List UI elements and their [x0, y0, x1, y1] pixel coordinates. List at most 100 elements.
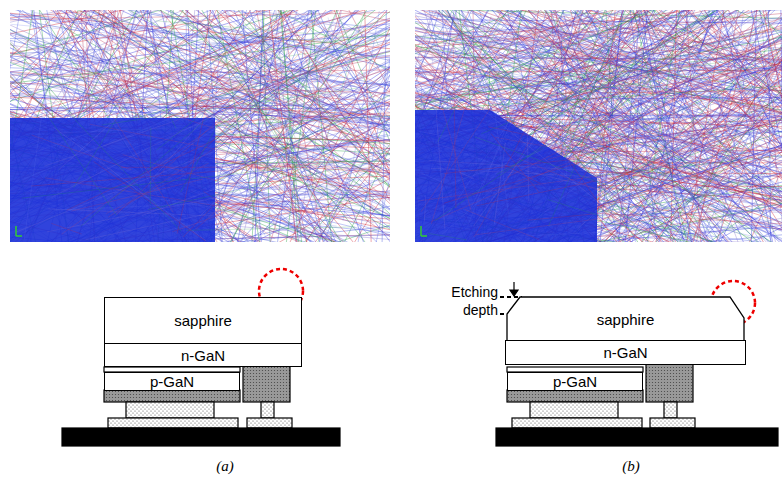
light-ray: [554, 221, 628, 231]
light-ray: [600, 52, 772, 195]
light-ray: [16, 38, 338, 163]
light-ray: [625, 86, 685, 121]
light-ray: [465, 210, 539, 240]
light-ray: [149, 72, 176, 128]
light-ray: [57, 31, 159, 197]
light-ray: [521, 224, 777, 236]
light-ray: [200, 67, 323, 113]
light-ray: [122, 232, 200, 238]
light-ray: [10, 10, 338, 242]
light-ray: [74, 95, 131, 187]
light-ray: [79, 98, 142, 103]
light-ray: [491, 133, 539, 192]
light-ray: [34, 13, 279, 47]
light-ray: [474, 121, 541, 237]
light-ray: [510, 27, 528, 29]
light-ray: [494, 79, 649, 228]
light-ray: [10, 112, 390, 242]
light-ray: [207, 28, 295, 168]
light-ray: [218, 86, 371, 201]
light-ray: [444, 157, 592, 173]
light-ray: [18, 74, 116, 216]
light-ray: [10, 13, 390, 242]
light-ray: [61, 31, 135, 82]
light-ray: [166, 130, 184, 132]
light-ray: [539, 69, 765, 213]
chip-region: [10, 118, 215, 242]
light-ray: [691, 93, 752, 162]
light-ray: [687, 95, 721, 239]
light-ray: [548, 200, 633, 226]
light-ray: [458, 13, 693, 171]
light-ray: [561, 69, 619, 127]
light-ray: [753, 102, 755, 165]
light-ray: [10, 16, 390, 242]
light-ray: [260, 16, 343, 149]
light-ray: [176, 113, 222, 141]
light-ray: [511, 164, 603, 180]
light-ray: [427, 32, 690, 39]
light-ray: [530, 20, 564, 37]
light-ray: [10, 10, 337, 242]
light-ray: [486, 76, 541, 91]
light-ray: [24, 47, 51, 239]
light-ray: [58, 156, 373, 223]
light-ray: [11, 24, 322, 52]
light-ray: [86, 187, 333, 240]
light-ray: [481, 42, 703, 134]
light-ray: [10, 10, 385, 242]
layer-label: n-GaN: [603, 345, 647, 360]
light-ray: [322, 26, 378, 69]
light-ray: [51, 100, 245, 198]
light-ray: [664, 10, 782, 225]
light-ray: [87, 71, 350, 129]
light-ray: [177, 69, 215, 234]
light-ray: [440, 112, 536, 137]
light-ray: [415, 30, 782, 104]
light-ray: [415, 59, 782, 242]
light-ray: [594, 130, 749, 138]
light-ray: [442, 83, 613, 235]
light-ray: [539, 65, 708, 141]
light-ray: [99, 190, 337, 226]
light-ray: [10, 10, 348, 242]
light-ray: [652, 162, 668, 229]
light-ray: [633, 117, 634, 187]
light-ray: [586, 91, 648, 128]
light-ray: [477, 168, 658, 205]
light-ray: [310, 204, 373, 207]
light-ray: [554, 68, 609, 94]
light-ray: [415, 10, 643, 242]
light-ray: [242, 21, 361, 147]
light-ray: [195, 196, 233, 230]
light-ray: [421, 99, 496, 211]
light-ray: [10, 23, 390, 242]
light-ray: [418, 88, 422, 227]
dimension-label: Etching depth: [440, 284, 498, 319]
light-ray: [209, 29, 220, 194]
light-ray: [222, 159, 266, 236]
light-ray: [422, 160, 764, 239]
light-ray: [507, 123, 616, 177]
light-ray: [580, 85, 620, 92]
light-ray: [59, 27, 220, 170]
light-ray: [182, 31, 359, 121]
light-ray: [535, 10, 782, 242]
light-ray: [114, 35, 358, 204]
light-ray: [108, 233, 228, 234]
light-ray: [274, 188, 384, 191]
light-ray: [263, 31, 316, 209]
light-ray: [428, 233, 467, 240]
light-ray: [231, 34, 337, 43]
light-ray: [318, 77, 376, 134]
light-ray: [150, 127, 151, 204]
layer-label: sapphire: [174, 313, 232, 328]
light-ray: [582, 102, 774, 185]
light-ray: [10, 48, 390, 242]
panel-label: (a): [200, 457, 250, 476]
chip-b-layers: [496, 281, 778, 446]
light-ray: [47, 166, 373, 232]
light-ray: [590, 115, 748, 181]
light-ray: [622, 24, 655, 211]
